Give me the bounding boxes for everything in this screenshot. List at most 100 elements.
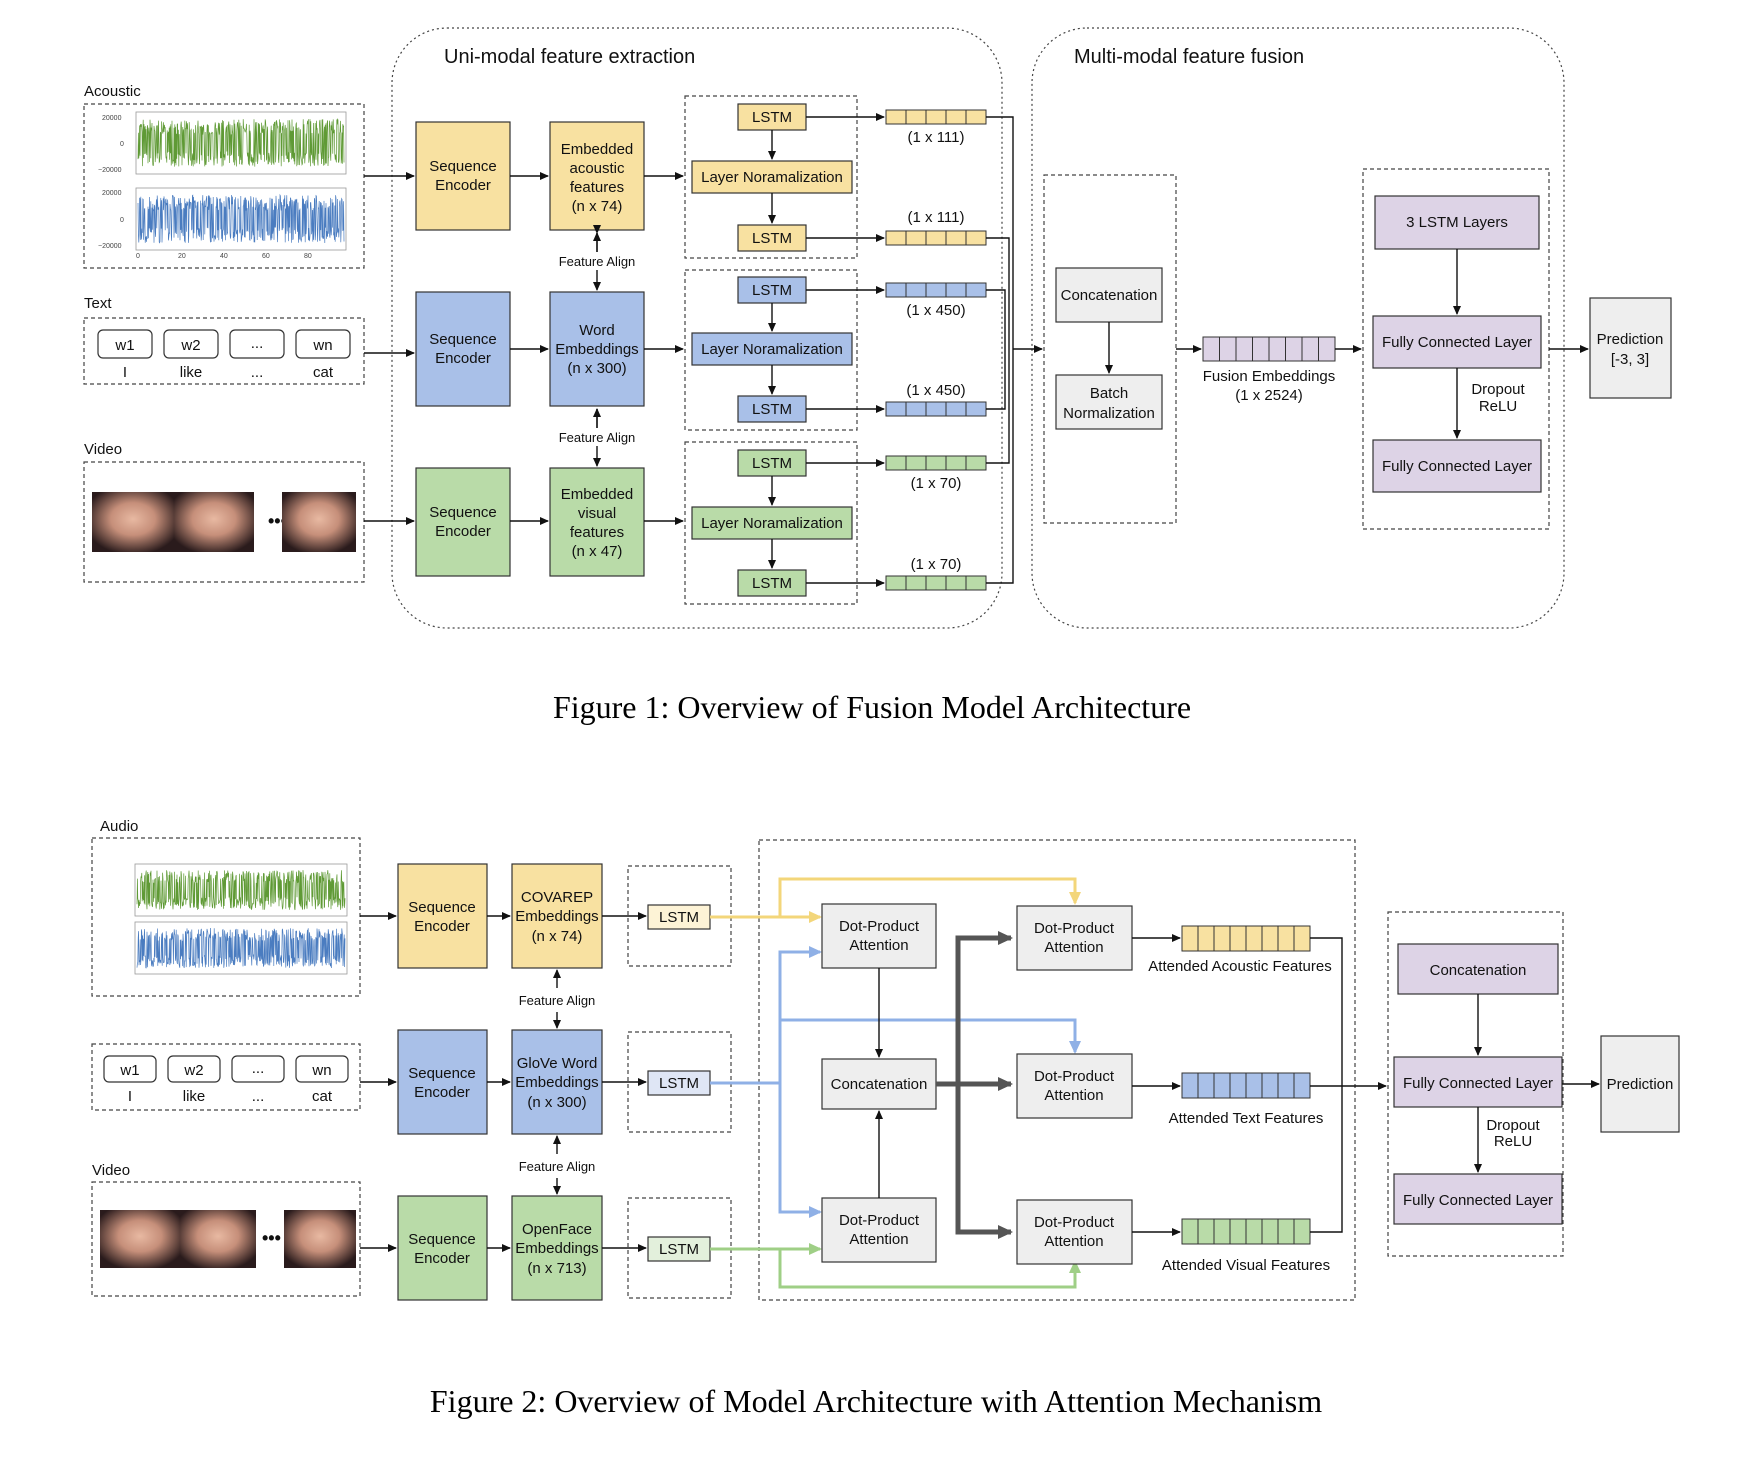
word-token-1: w1 I xyxy=(97,329,153,381)
svg-text:wn: wn xyxy=(312,337,332,354)
svg-text:(n x 74): (n x 74) xyxy=(572,198,623,215)
svg-text:0: 0 xyxy=(136,253,140,260)
attended-visual-vector xyxy=(1181,1218,1311,1245)
vector-cell xyxy=(925,109,947,125)
vector-cell xyxy=(1229,1218,1247,1245)
video-frame-n xyxy=(284,1210,356,1268)
svg-text:Prediction: Prediction xyxy=(1597,331,1664,348)
svg-text:Fully Connected Layer: Fully Connected Layer xyxy=(1403,1192,1553,1209)
vector-cell xyxy=(1229,925,1247,952)
svg-text:GloVe Word: GloVe Word xyxy=(517,1055,598,1072)
word-token-ellipsis: ... ... xyxy=(231,1055,285,1105)
acoustic-input-frame xyxy=(83,103,365,269)
lstm-box xyxy=(737,449,807,477)
prediction-box: Prediction [-3, 3] xyxy=(1589,297,1672,399)
svg-text:Embedded: Embedded xyxy=(561,141,634,158)
sequence-encoder-audio: Sequence Encoder xyxy=(397,863,488,969)
video-frame-1 xyxy=(92,492,174,552)
vector-cell xyxy=(1277,1218,1295,1245)
svg-text:Layer Noramalization: Layer Noramalization xyxy=(701,515,843,532)
lstm-text: LSTM xyxy=(627,1031,732,1133)
svg-text:20000: 20000 xyxy=(102,190,122,197)
svg-text:0: 0 xyxy=(120,141,124,148)
svg-text:...: ... xyxy=(251,364,264,381)
svg-text:...: ... xyxy=(252,1060,265,1077)
svg-text:LSTM: LSTM xyxy=(659,1241,699,1258)
unimodal-region xyxy=(391,27,1003,629)
svg-text:OpenFace: OpenFace xyxy=(522,1221,592,1238)
text-lstm-block: LSTM Layer Noramalization LSTM xyxy=(684,269,858,431)
svg-text:Dot-Product: Dot-Product xyxy=(1034,920,1115,937)
svg-text:LSTM: LSTM xyxy=(752,282,792,299)
svg-text:(n x 74): (n x 74) xyxy=(532,928,583,945)
svg-text:0: 0 xyxy=(120,217,124,224)
svg-text:Prediction: Prediction xyxy=(1607,1076,1674,1093)
svg-text:Concatenation: Concatenation xyxy=(1061,287,1158,304)
svg-text:Batch: Batch xyxy=(1090,385,1128,402)
vector-cell xyxy=(925,401,947,417)
svg-text:Embeddings: Embeddings xyxy=(515,1240,598,1257)
acoustic-waveform-green: 20000 0 −20000 xyxy=(98,111,347,175)
svg-text:Concatenation: Concatenation xyxy=(1430,962,1527,979)
waveform-trace xyxy=(136,927,346,969)
feature-align-label-1: Feature Align xyxy=(559,254,636,269)
svg-text:Attention: Attention xyxy=(1044,1087,1103,1104)
concatenation-box xyxy=(1055,267,1163,323)
lstm-video: LSTM xyxy=(627,1197,732,1299)
vector-cell xyxy=(965,401,987,417)
lstm-fc-panel: 3 LSTM Layers Fully Connected Layer Drop… xyxy=(1362,168,1550,530)
svg-text:...: ... xyxy=(252,1088,265,1105)
vector-cell xyxy=(1245,1218,1263,1245)
relu-label: ReLU xyxy=(1479,398,1517,415)
vector-cell xyxy=(965,455,987,471)
video-input-frame-2 xyxy=(91,1181,361,1297)
embedded-visual-features: Embedded visual features (n x 47) xyxy=(549,467,645,577)
word-token-n: wn cat xyxy=(295,1055,349,1105)
video-label-2: Video xyxy=(92,1162,130,1179)
prediction-box-2: Prediction xyxy=(1600,1035,1680,1133)
vector-cell xyxy=(885,401,907,417)
vector-cell xyxy=(1268,336,1286,362)
feature-align-label-3: Feature Align xyxy=(519,993,596,1008)
audio-input-frame xyxy=(91,837,361,997)
figure-2-caption: Figure 2: Overview of Model Architecture… xyxy=(430,1383,1322,1419)
svg-text:(n x 300): (n x 300) xyxy=(567,360,626,377)
vector-cell xyxy=(1197,1072,1215,1099)
dim-text-top: (1 x 450) xyxy=(906,302,965,319)
svg-text:visual: visual xyxy=(578,505,616,522)
video-input-frame xyxy=(83,461,365,583)
vector-cell xyxy=(905,401,927,417)
acoustic-waveform-blue: 20000 0 −20000 0 20 40 60 80 xyxy=(98,187,347,260)
svg-text:LSTM: LSTM xyxy=(752,109,792,126)
text-input-frame xyxy=(83,317,365,385)
attention-panel xyxy=(758,839,1356,1301)
feature-align-label-2: Feature Align xyxy=(559,430,636,445)
vector-acoustic-bottom xyxy=(885,230,987,246)
dot-product-attention-middle-right: Dot-Product Attention xyxy=(1016,1053,1133,1119)
audio-label: Audio xyxy=(100,818,138,835)
svg-text:Dot-Product: Dot-Product xyxy=(1034,1068,1115,1085)
svg-text:w1: w1 xyxy=(114,337,134,354)
vector-cell xyxy=(1301,336,1319,362)
dim-visual-top: (1 x 70) xyxy=(911,475,962,492)
dim-acoustic-top: (1 x 111) xyxy=(908,129,965,146)
vector-cell xyxy=(945,109,967,125)
svg-text:like: like xyxy=(180,364,203,381)
video-frame-2 xyxy=(174,492,254,552)
vector-cell xyxy=(945,401,967,417)
vector-cell xyxy=(905,109,927,125)
text-input-frame-2 xyxy=(91,1043,361,1111)
svg-text:Sequence: Sequence xyxy=(429,504,497,521)
layer-norm-box xyxy=(691,506,853,540)
vector-cell xyxy=(885,109,907,125)
attended-visual-label: Attended Visual Features xyxy=(1162,1257,1330,1274)
vector-cell xyxy=(905,575,927,591)
vector-cell xyxy=(1245,925,1263,952)
svg-text:Fully Connected Layer: Fully Connected Layer xyxy=(1382,458,1532,475)
svg-text:Attention: Attention xyxy=(1044,939,1103,956)
audio-waveform-green xyxy=(134,863,348,917)
svg-text:wn: wn xyxy=(311,1062,331,1079)
vector-cell xyxy=(885,282,907,298)
svg-text:LSTM: LSTM xyxy=(659,909,699,926)
svg-text:40: 40 xyxy=(220,253,228,260)
